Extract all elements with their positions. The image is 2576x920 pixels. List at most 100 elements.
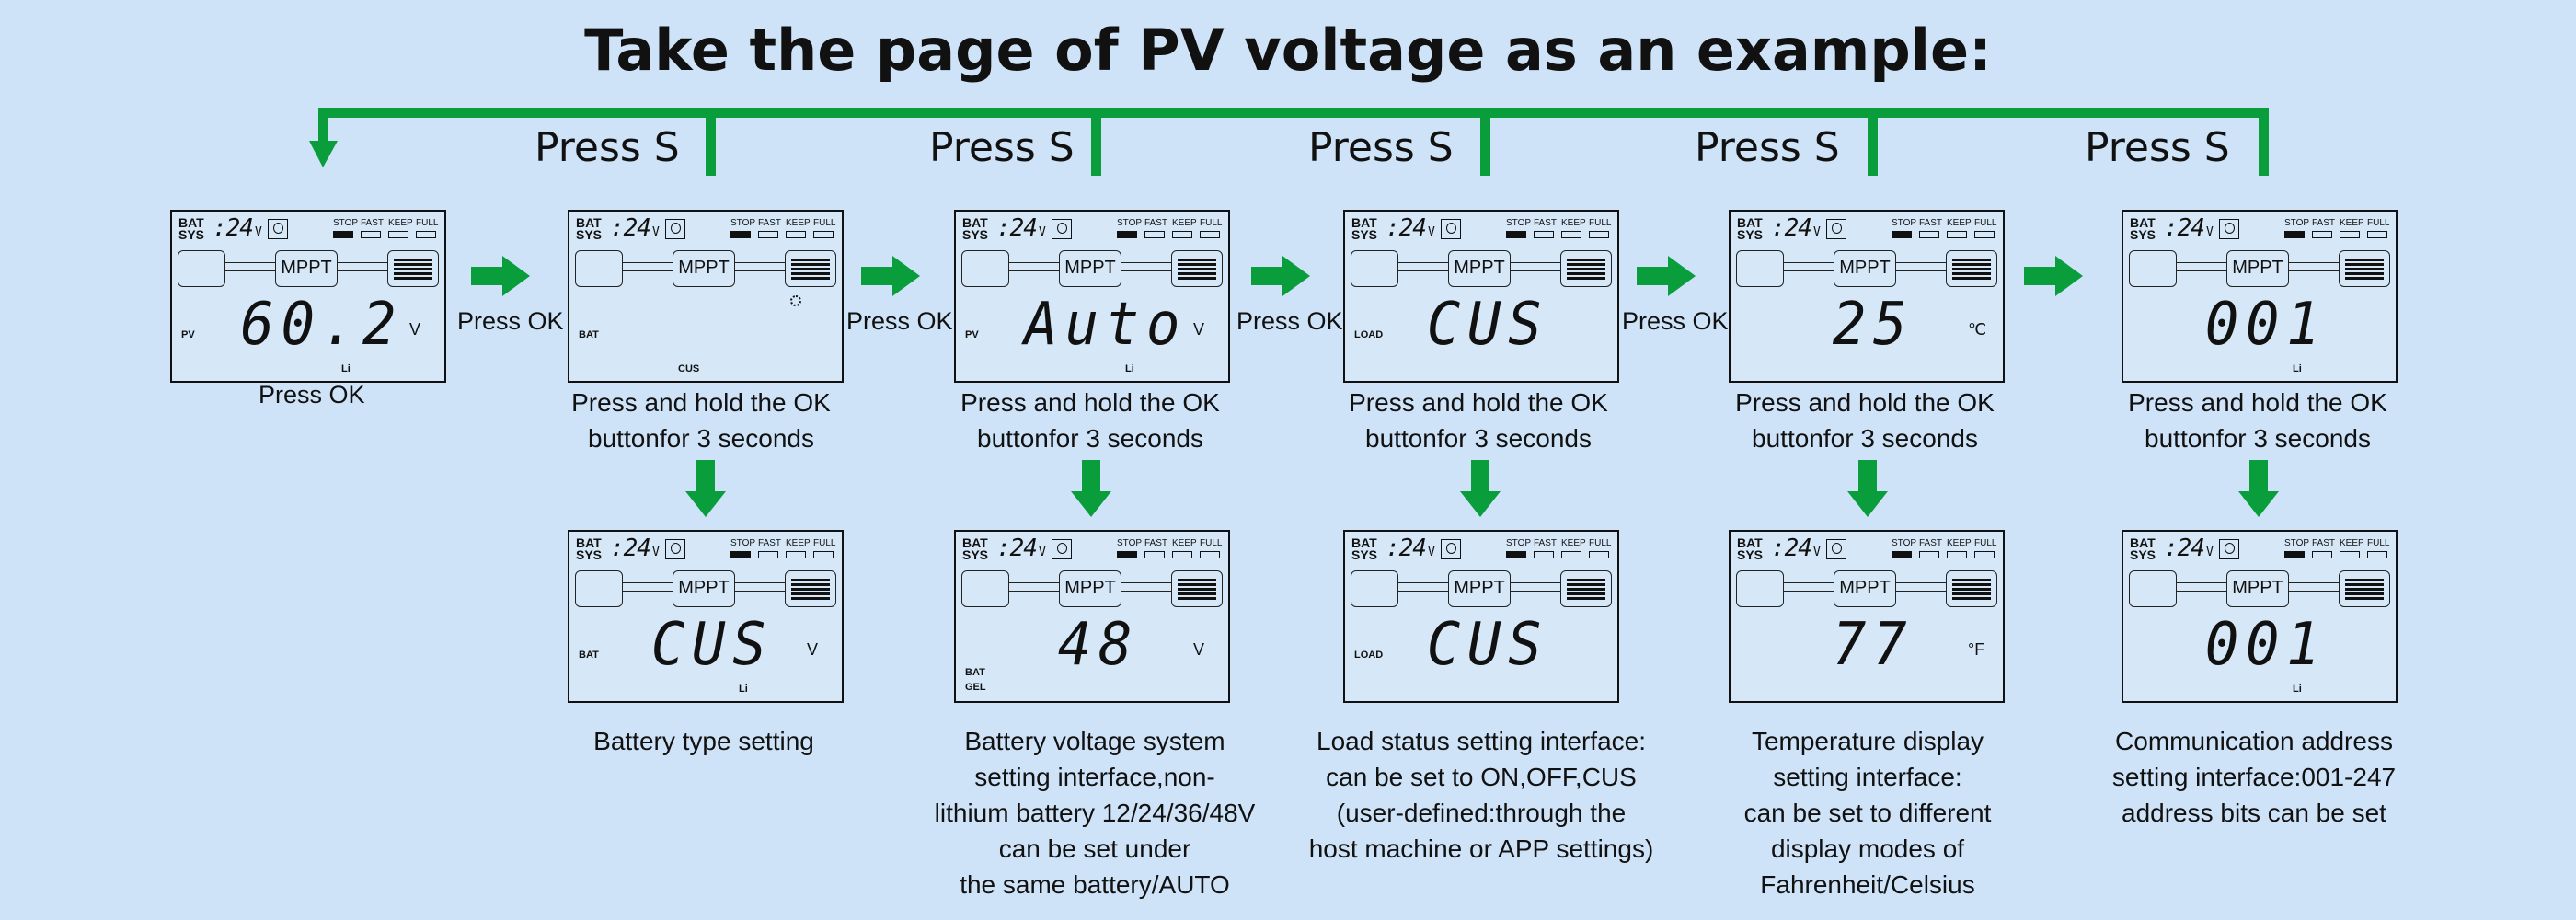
battery-bar <box>1178 259 1216 261</box>
press-s-label-5: Press S <box>2085 124 2230 171</box>
pv-pipe <box>225 262 275 271</box>
right-arrow-3 <box>1251 256 1310 296</box>
status-indicator-keep <box>1947 231 1967 238</box>
bulb-icon <box>2219 219 2239 239</box>
solar-panel-icon <box>2129 570 2177 607</box>
battery-bar <box>791 588 830 591</box>
status-indicator-full <box>813 231 834 238</box>
status-label-stop: STOP <box>2284 218 2310 228</box>
status-label-stop: STOP <box>333 218 359 228</box>
battery-bar <box>2345 268 2384 270</box>
bottom-label: Li <box>739 684 748 695</box>
caption-temperature: Temperature display setting interface: c… <box>1743 727 1992 899</box>
bat-pipe <box>1511 582 1560 592</box>
pv-pipe <box>1784 582 1834 592</box>
status-label-keep: KEEP <box>388 218 413 228</box>
display-value: CUS <box>650 611 774 679</box>
press-ok-label-1: Press OK <box>457 307 564 335</box>
battery-bar <box>1567 259 1605 261</box>
battery-bar <box>1952 272 1991 275</box>
status-indicator-keep <box>786 231 806 238</box>
display-unit: ℃ <box>1968 320 1987 339</box>
status-indicator-keep <box>1561 551 1581 558</box>
status-indicator-stop <box>1117 551 1137 558</box>
status-label-stop: STOP <box>1506 218 1532 228</box>
bottom-label: Li <box>1125 363 1134 374</box>
battery-bar <box>791 259 830 261</box>
status-indicator-stop <box>1117 231 1137 238</box>
battery-icon <box>785 570 836 607</box>
battery-bar <box>1952 597 1991 600</box>
battery-bar <box>1178 588 1216 591</box>
battery-bar <box>791 583 830 586</box>
status-indicator-fast <box>1144 231 1165 238</box>
status-label-fast: FAST <box>1144 538 1168 548</box>
bottom-label: Li <box>2293 684 2302 695</box>
battery-bar <box>394 277 432 280</box>
bulb-icon <box>665 539 685 559</box>
mode-label: BAT <box>579 650 599 661</box>
status-indicator-fast <box>1534 551 1554 558</box>
status-label-keep: KEEP <box>786 218 811 228</box>
battery-icon <box>2339 250 2390 287</box>
pv-pipe <box>623 262 673 271</box>
pv-pipe <box>623 582 673 592</box>
bottom-label: CUS <box>678 363 700 374</box>
status-label-keep: KEEP <box>1561 538 1586 548</box>
loop-drop-line-4 <box>1868 108 1878 176</box>
bottom-label: Li <box>2293 363 2302 374</box>
bulb-icon <box>2219 539 2239 559</box>
battery-bar <box>2345 597 2384 600</box>
solar-panel-icon <box>575 570 623 607</box>
caption-load-status: Load status setting interface: can be se… <box>1308 727 1654 863</box>
battery-bar <box>791 592 830 595</box>
status-indicator-fast <box>2312 551 2332 558</box>
mode-label: PV <box>181 329 195 340</box>
status-indicator-fast <box>361 231 381 238</box>
bat-pipe <box>735 262 785 271</box>
display-unit: V <box>807 640 819 659</box>
battery-bar <box>1178 583 1216 586</box>
solar-panel-icon <box>1736 250 1784 287</box>
press-s-label-2: Press S <box>929 124 1075 171</box>
caption-battery-voltage: Battery voltage system setting interface… <box>934 727 1256 899</box>
status-label-stop: STOP <box>2284 538 2310 548</box>
status-indicator-keep <box>1947 551 1967 558</box>
mppt-box: MPPT <box>1834 250 1896 287</box>
right-arrow-1 <box>471 256 530 296</box>
display-unit: °F <box>1968 640 1985 659</box>
status-indicator-full <box>1974 551 1995 558</box>
battery-bar <box>394 268 432 270</box>
right-arrow-2 <box>861 256 920 296</box>
mode-label-2: GEL <box>965 682 986 693</box>
mppt-box: MPPT <box>1059 570 1121 607</box>
battery-bar <box>1952 259 1991 261</box>
press-ok-label-4: Press OK <box>1622 307 1729 335</box>
status-indicator-stop <box>1892 551 1912 558</box>
battery-icon <box>785 250 836 287</box>
display-value: CUS <box>1426 291 1549 359</box>
status-label-keep: KEEP <box>786 538 811 548</box>
bulb-icon <box>268 219 288 239</box>
status-indicator-full <box>1589 231 1609 238</box>
status-label-keep: KEEP <box>1947 218 1972 228</box>
status-indicator-stop <box>1506 551 1526 558</box>
battery-bar <box>2345 588 2384 591</box>
pv-pipe <box>1009 262 1059 271</box>
battery-bar <box>791 277 830 280</box>
pv-pipe <box>1398 582 1448 592</box>
battery-bar <box>1952 263 1991 266</box>
battery-icon <box>1560 570 1612 607</box>
battery-icon <box>1171 570 1223 607</box>
